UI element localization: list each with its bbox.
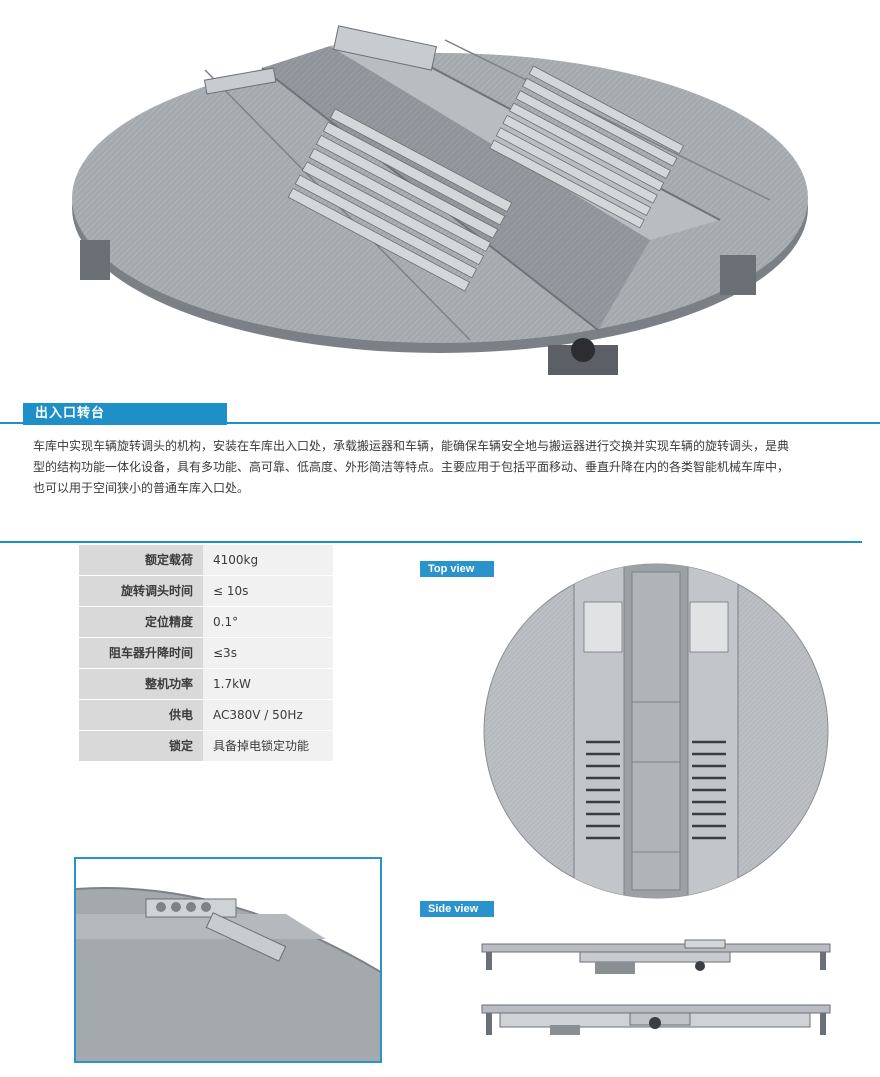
spec-label: 供电	[79, 700, 203, 730]
side-view-image-1	[481, 939, 831, 974]
spec-value: ≤ 10s	[203, 576, 333, 606]
section-title-bar: 出入口转台	[0, 403, 880, 425]
spec-value: 4100kg	[203, 545, 333, 575]
spec-row: 阻车器升降时间≤3s	[79, 638, 333, 669]
spec-value: ≤3s	[203, 638, 333, 668]
top-view-label: Top view	[420, 561, 494, 577]
spec-value: 具备掉电锁定功能	[203, 731, 333, 761]
side-view-image-2	[481, 1004, 831, 1035]
spec-label: 阻车器升降时间	[79, 638, 203, 668]
section-description: 车库中实现车辆旋转调头的机构，安装在车库出入口处，承载搬运器和车辆，能确保车辆安…	[33, 439, 790, 495]
spec-value: AC380V / 50Hz	[203, 700, 333, 730]
spec-label: 定位精度	[79, 607, 203, 637]
spec-label: 额定载荷	[79, 545, 203, 575]
spec-row: 旋转调头时间≤ 10s	[79, 576, 333, 607]
section-title: 出入口转台	[23, 403, 227, 425]
spec-label: 旋转调头时间	[79, 576, 203, 606]
section-divider	[0, 541, 862, 543]
side-view-label: Side view	[420, 901, 494, 917]
turntable-hero-image	[72, 25, 808, 375]
spec-value: 0.1°	[203, 607, 333, 637]
spec-label: 整机功率	[79, 669, 203, 699]
spec-row: 锁定具备掉电锁定功能	[79, 731, 333, 762]
spec-value: 1.7kW	[203, 669, 333, 699]
detail-view-image	[74, 857, 382, 1063]
spec-label: 锁定	[79, 731, 203, 761]
top-view-image	[483, 563, 829, 899]
title-underline	[0, 422, 880, 424]
